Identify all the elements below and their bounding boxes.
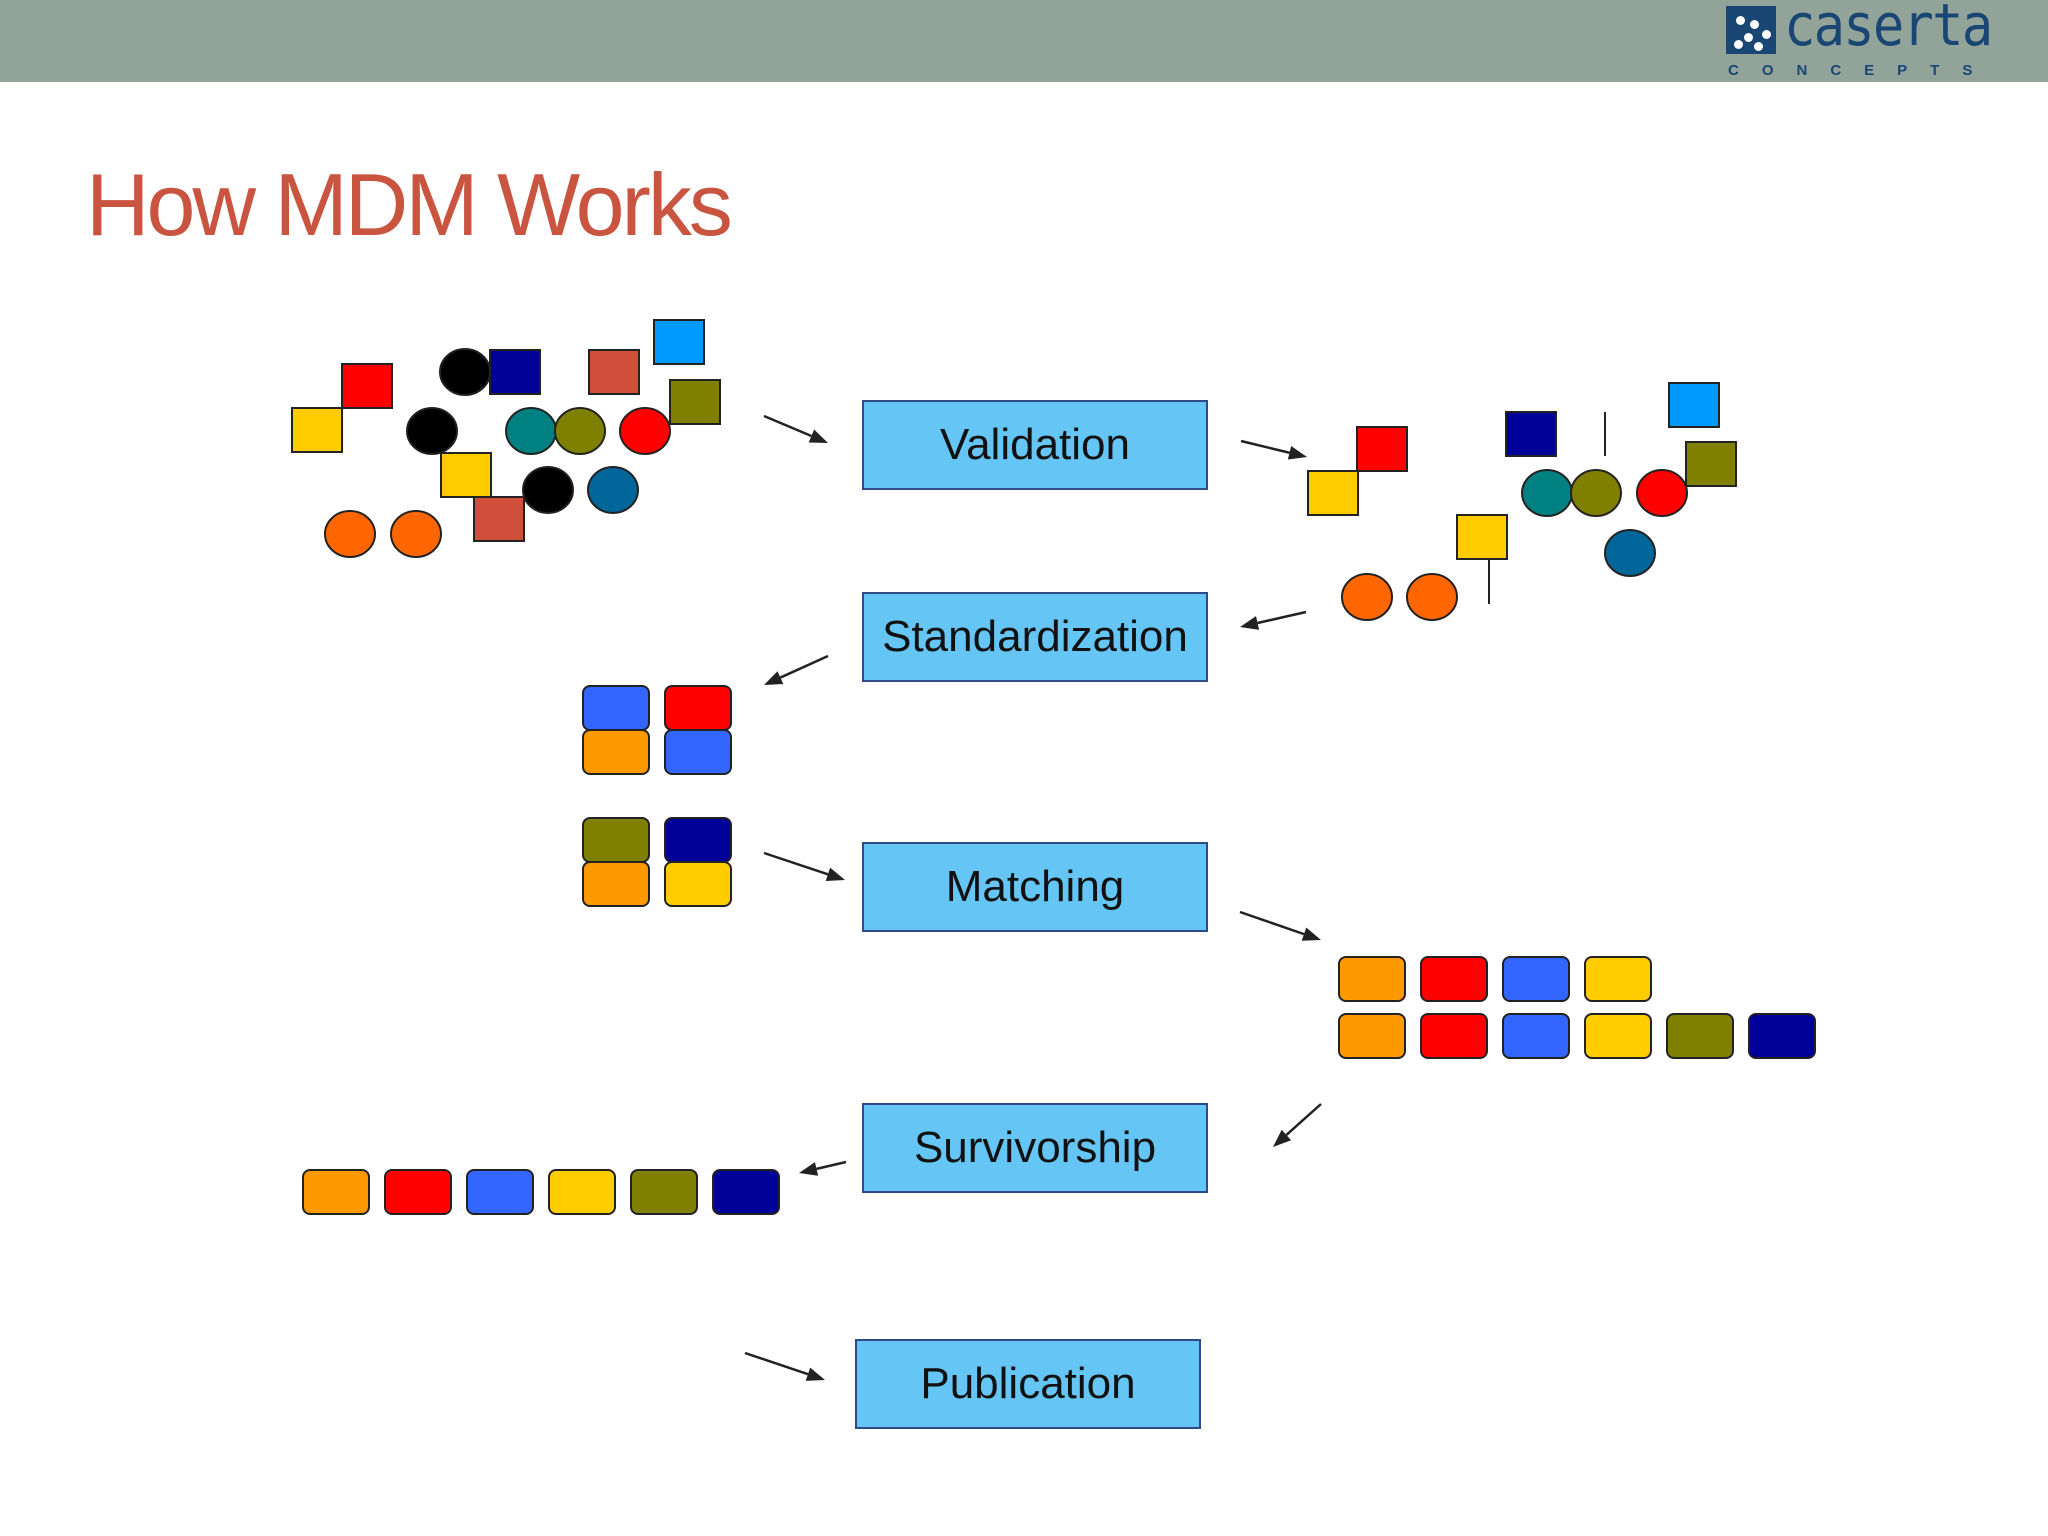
record-circle: [1406, 573, 1458, 621]
flow-arrow-line: [779, 654, 829, 679]
golden-record-chip: [466, 1169, 534, 1215]
matched-record-chip: [1584, 956, 1652, 1002]
record-square: [1456, 514, 1508, 560]
record-circle: [1341, 573, 1393, 621]
flow-arrow-line: [744, 1351, 809, 1376]
flow-arrow-head: [1287, 445, 1307, 460]
record-square: [489, 349, 541, 395]
standardized-record-chip: [582, 685, 650, 731]
record-circle: [587, 466, 639, 514]
step-publication: Publication: [855, 1339, 1201, 1429]
standardized-record-chip: [664, 685, 732, 731]
record-square: [669, 379, 721, 425]
matched-record-chip: [1420, 956, 1488, 1002]
standardized-records-groups: [582, 685, 732, 907]
flow-arrow-head: [799, 1162, 819, 1176]
validated-records-cluster: [1307, 382, 1737, 621]
caserta-logo: caserta CONCEPTS: [1726, 0, 1996, 80]
flow-arrow-line: [1257, 610, 1307, 625]
golden-record-chip: [302, 1169, 370, 1215]
matched-record-chip: [1502, 956, 1570, 1002]
flow-arrow-line: [1239, 910, 1305, 936]
matched-record-chip: [1748, 1013, 1816, 1059]
logo-tagline: CONCEPTS: [1728, 62, 1996, 79]
record-circle: [1636, 469, 1688, 517]
golden-record-chip: [630, 1169, 698, 1215]
matched-record-chip: [1502, 1013, 1570, 1059]
standardized-record-chip: [664, 861, 732, 907]
flow-arrow-head: [1240, 616, 1260, 630]
record-circle: [1521, 469, 1573, 517]
flow-arrow-line: [1285, 1103, 1322, 1136]
flow-arrow-line: [763, 414, 812, 438]
matched-record-chip: [1666, 1013, 1734, 1059]
golden-record-row: [302, 1169, 780, 1215]
record-circle: [406, 407, 458, 455]
flow-arrow-head: [1273, 1129, 1292, 1147]
flow-arrow-head: [1301, 927, 1321, 941]
slide-title: How MDM Works: [86, 155, 733, 254]
record-circle: [390, 510, 442, 558]
caserta-dots-logo-icon: [1726, 6, 1776, 54]
record-circle: [554, 407, 606, 455]
record-square: [1307, 470, 1359, 516]
record-square: [341, 363, 393, 409]
header-bar: caserta CONCEPTS: [0, 0, 2048, 82]
raw-records-cluster: [291, 319, 721, 558]
flow-arrow-line: [816, 1160, 847, 1171]
flow-arrow-head: [808, 429, 828, 443]
record-circle: [439, 348, 491, 396]
golden-record-chip: [548, 1169, 616, 1215]
matched-record-chip: [1420, 1013, 1488, 1059]
record-circle: [1570, 469, 1622, 517]
record-square: [1505, 411, 1557, 457]
record-circle: [505, 407, 557, 455]
flow-arrow-head: [805, 1367, 825, 1381]
record-square: [1685, 441, 1737, 487]
matched-records-rows: [1338, 956, 1816, 1059]
record-square: [291, 407, 343, 453]
standardized-record-chip: [582, 729, 650, 775]
step-survivorship: Survivorship: [862, 1103, 1208, 1193]
flow-arrow-head: [764, 671, 784, 685]
step-standardization: Standardization: [862, 592, 1208, 682]
step-matching: Matching: [862, 842, 1208, 932]
standardized-record-chip: [582, 817, 650, 863]
record-circle: [522, 466, 574, 514]
flow-arrow-head: [825, 867, 845, 881]
standardized-record-chip: [582, 861, 650, 907]
matched-record-chip: [1584, 1013, 1652, 1059]
record-square: [1356, 426, 1408, 472]
record-circle: [1604, 529, 1656, 577]
record-circle: [324, 510, 376, 558]
logo-wordmark: caserta: [1784, 0, 1993, 59]
matched-record-chip: [1338, 1013, 1406, 1059]
record-square: [653, 319, 705, 365]
golden-record-chip: [712, 1169, 780, 1215]
record-circle: [619, 407, 671, 455]
record-square: [473, 496, 525, 542]
flow-arrow-line: [1240, 439, 1290, 454]
record-square: [1668, 382, 1720, 428]
standardized-record-chip: [664, 817, 732, 863]
step-validation: Validation: [862, 400, 1208, 490]
golden-record-chip: [384, 1169, 452, 1215]
standardized-record-chip: [664, 729, 732, 775]
record-square: [440, 452, 492, 498]
flow-arrow-line: [763, 851, 829, 876]
record-square: [588, 349, 640, 395]
matched-record-chip: [1338, 956, 1406, 1002]
